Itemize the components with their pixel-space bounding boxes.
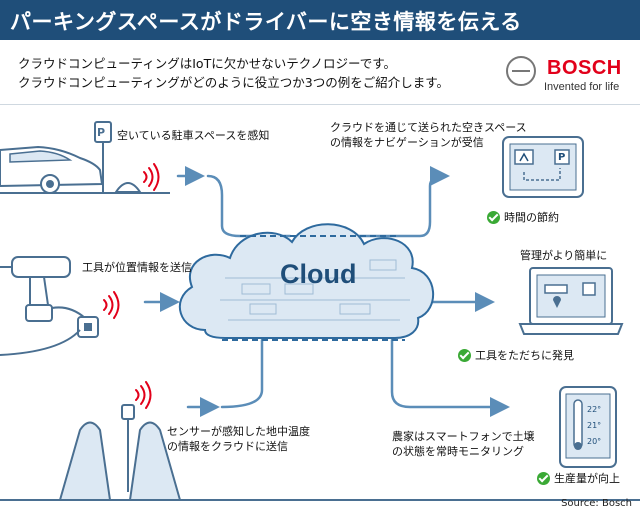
benefit-find-tools-label: 工具をただちに発見 xyxy=(475,349,574,362)
check-icon xyxy=(487,210,500,224)
navigation-label-line-1: クラウドを通じて送られた空きスペース xyxy=(330,121,527,134)
intro-line-1: クラウドコンピューティングはIoTに欠かせないテクノロジーです。 xyxy=(18,56,396,71)
benefit-find-tools: 工具をただちに発見 xyxy=(458,347,574,363)
farmer-label: 農家はスマートフォンで土壌 の状態を常時モニタリング xyxy=(392,429,535,459)
thermo-reading-2: 21° xyxy=(587,421,602,430)
intro-line-2: クラウドコンピューティングがどのように役立つか3つの例をご紹介します。 xyxy=(18,75,449,90)
tool-location-label: 工具が位置情報を送信 xyxy=(82,261,192,274)
intro-text: クラウドコンピューティングはIoTに欠かせないテクノロジーです。 クラウドコンピ… xyxy=(18,54,449,92)
benefit-time-saving: 時間の節約 xyxy=(487,209,559,225)
soil-sensor-icon xyxy=(121,404,135,492)
navigation-label: クラウドを通じて送られた空きスペース の情報をナビゲーションが受信 xyxy=(330,120,527,150)
farmer-label-line-1: 農家はスマートフォンで土壌 xyxy=(392,430,535,443)
header-bar: パーキングスペースがドライバーに空き情報を伝える xyxy=(0,0,640,40)
brand-tagline: Invented for life xyxy=(544,81,620,93)
soil-sensor-label: センサーが感知した地中温度 の情報をクラウドに送信 xyxy=(167,424,310,454)
source-note: Source: Bosch xyxy=(561,498,632,509)
nav-parking-glyph: P xyxy=(558,152,566,163)
flow-cloud-to-tablet xyxy=(390,338,510,417)
soil-sensor-label-line-2: の情報をクラウドに送信 xyxy=(167,440,288,453)
soil-sensor-label-line-1: センサーが感知した地中温度 xyxy=(167,425,310,438)
flow-cloud-to-nav xyxy=(328,166,450,238)
tablet-icon xyxy=(559,386,617,468)
parking-sensor-icon xyxy=(114,182,142,193)
bosch-logo-icon xyxy=(506,56,536,86)
flow-lines xyxy=(143,166,510,417)
divider xyxy=(0,104,640,105)
drill-icon xyxy=(0,256,86,322)
navigation-device-icon xyxy=(502,136,584,198)
thermo-reading-1: 22° xyxy=(587,405,602,414)
benefit-productivity: 生産量が向上 xyxy=(537,470,620,486)
parking-sign-glyph: P xyxy=(97,126,106,139)
tool-tag-icon xyxy=(77,316,99,338)
tool-signal-icon xyxy=(103,291,120,319)
cloud-label: Cloud xyxy=(280,259,357,289)
farmer-label-line-2: の状態を常時モニタリング xyxy=(392,445,524,458)
check-icon xyxy=(537,471,550,485)
car-icon xyxy=(0,145,104,194)
soil-signal-icon xyxy=(135,381,152,409)
laptop-icon xyxy=(518,267,624,335)
thermo-readings: 22° 21° 20° xyxy=(587,402,601,450)
ground-line xyxy=(0,329,81,356)
flow-soil-to-cloud xyxy=(220,338,264,409)
flow-parking-to-cloud xyxy=(206,174,292,238)
cloud-shape xyxy=(178,223,434,341)
benefit-productivity-label: 生産量が向上 xyxy=(554,472,620,485)
parking-signal-icon xyxy=(143,163,160,191)
brand-name: BOSCH xyxy=(547,57,622,79)
benefit-time-saving-label: 時間の節約 xyxy=(504,211,559,224)
check-icon xyxy=(458,348,471,362)
management-label: 管理がより簡単に xyxy=(520,249,608,262)
thermo-reading-3: 20° xyxy=(587,437,602,446)
parking-sensor-label: 空いている駐車スペースを感知 xyxy=(117,129,270,142)
page-title: パーキングスペースがドライバーに空き情報を伝える xyxy=(10,10,522,34)
soil-ground xyxy=(59,421,111,501)
soil-ground-right xyxy=(129,421,181,501)
parking-sign-icon xyxy=(94,121,112,192)
navigation-label-line-2: の情報をナビゲーションが受信 xyxy=(330,136,484,149)
